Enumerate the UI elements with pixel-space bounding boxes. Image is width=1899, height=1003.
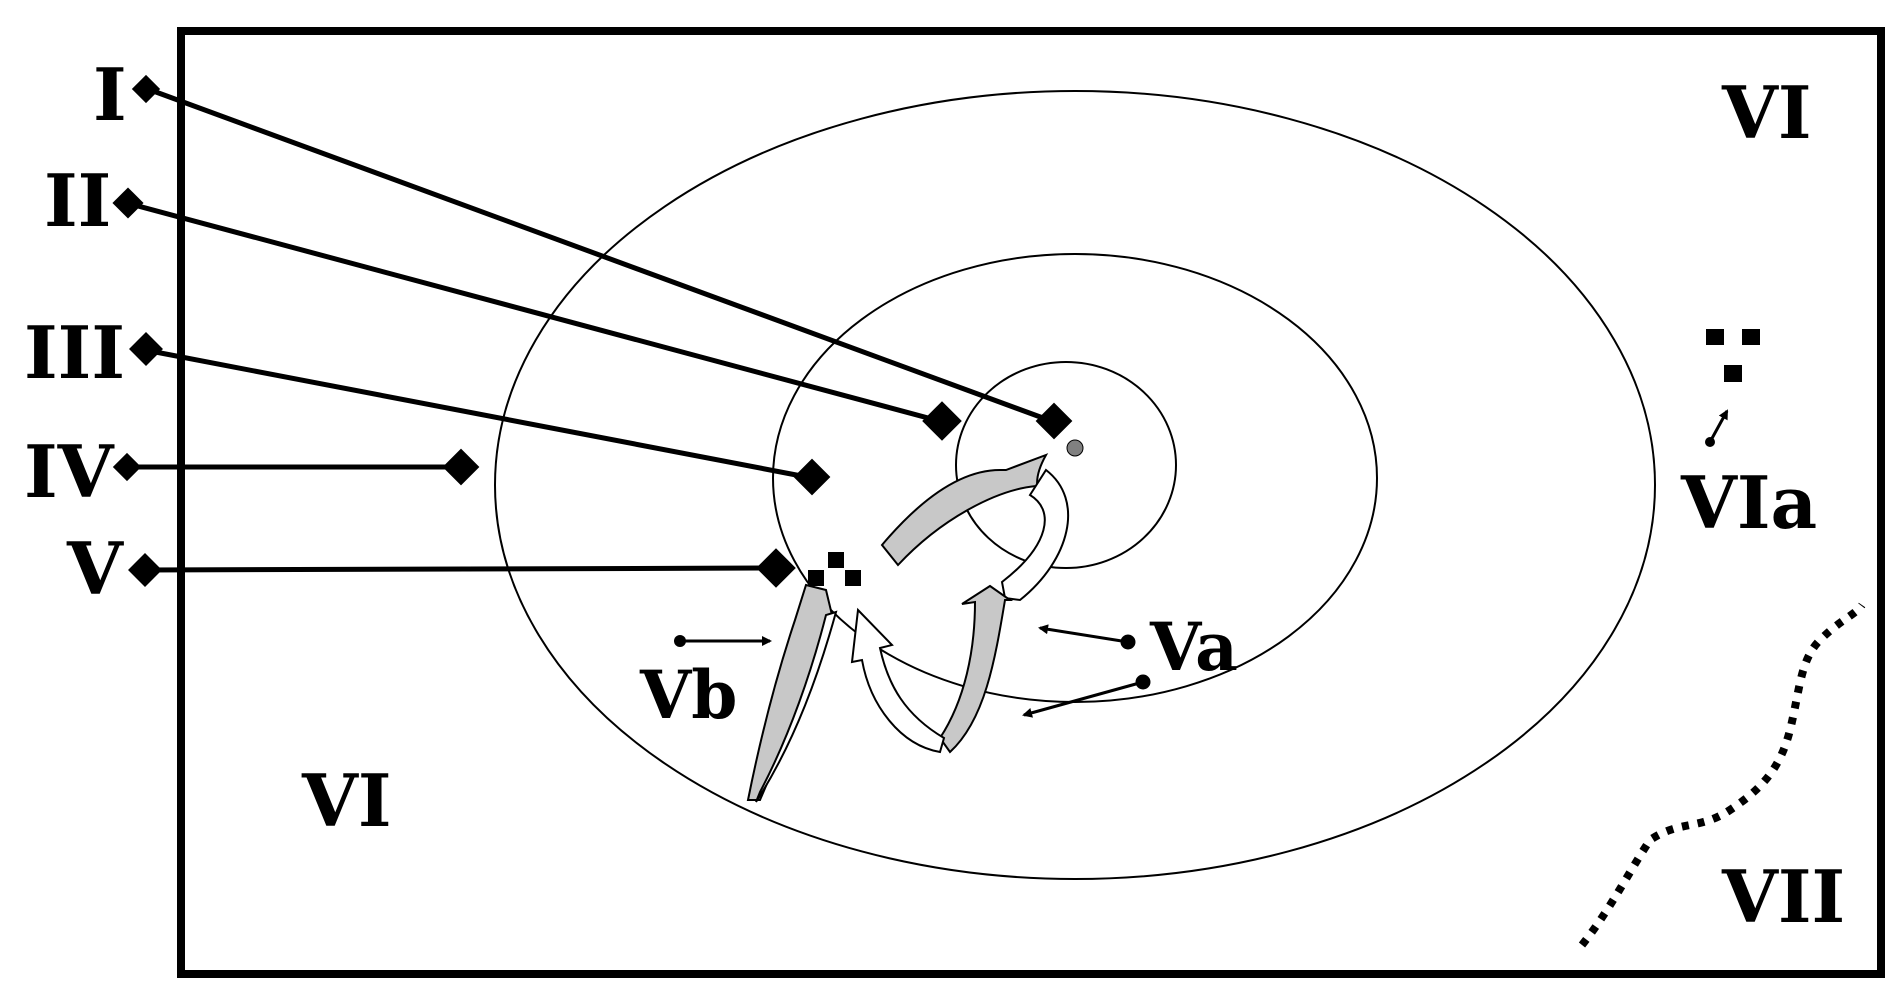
diamond-marker-iv-start [112, 452, 142, 482]
diamond-marker-iv-end [442, 448, 480, 486]
label-ii: II [44, 158, 111, 243]
label-vb: Vb [639, 656, 737, 734]
va-pointer-upper [1038, 624, 1129, 644]
label-vi-top: VI [1721, 70, 1812, 155]
va-pointer-lower [1022, 680, 1144, 718]
vb-pointer-dot [674, 635, 686, 647]
va-pointer-dot [1120, 634, 1136, 650]
square-marker [1706, 329, 1724, 345]
grey-curved-arrow-inner [880, 453, 1049, 567]
label-iii: III [24, 310, 125, 395]
diamond-marker-v-start [128, 553, 162, 587]
vii-dotted-boundary [1578, 602, 1866, 948]
diamond-marker-iii-start [129, 332, 163, 366]
white-up-arrow [850, 607, 946, 754]
square-marker [845, 570, 861, 586]
diamond-marker-ii-end [922, 401, 962, 441]
white-arrow-vb [755, 610, 838, 803]
leader-line-ii [126, 200, 944, 425]
white-loop-arrow [1000, 468, 1069, 602]
label-vi-bottom: VI [301, 758, 392, 843]
square-marker [1724, 365, 1742, 382]
diamond-marker-ii-start [112, 187, 144, 219]
outer-frame [177, 27, 1885, 978]
va-pointer-dot [1135, 674, 1151, 690]
inner-zone-ellipse [955, 361, 1177, 569]
label-vii: VII [1721, 854, 1845, 939]
square-marker [808, 570, 824, 586]
label-va: Va [1149, 608, 1238, 686]
leader-line-iii [144, 347, 813, 481]
leader-line-v [144, 565, 777, 573]
diamond-marker-v-end [756, 548, 796, 588]
diamond-marker-iii-end [793, 458, 831, 496]
label-i: I [93, 52, 127, 137]
via-arrow-dot [1705, 437, 1715, 447]
grey-curved-arrow-lower [938, 584, 1014, 754]
square-marker [1742, 329, 1760, 345]
leader-lines [126, 85, 1055, 573]
leader-line-i [144, 85, 1055, 425]
diamond-marker-i-start [131, 74, 161, 104]
va-pointers [1022, 624, 1151, 718]
label-v: V [66, 526, 124, 611]
label-iv: IV [24, 429, 115, 514]
label-via: VIa [1680, 460, 1817, 545]
grey-arrow-vb [746, 583, 834, 801]
square-cluster-v [808, 552, 861, 586]
square-marker [828, 552, 844, 568]
square-cluster-via [1706, 329, 1760, 382]
center-dot [1066, 439, 1084, 457]
via-arrow [1708, 409, 1729, 443]
diamond-marker-i-end [1035, 402, 1073, 440]
outer-zone-ellipse [494, 90, 1656, 880]
